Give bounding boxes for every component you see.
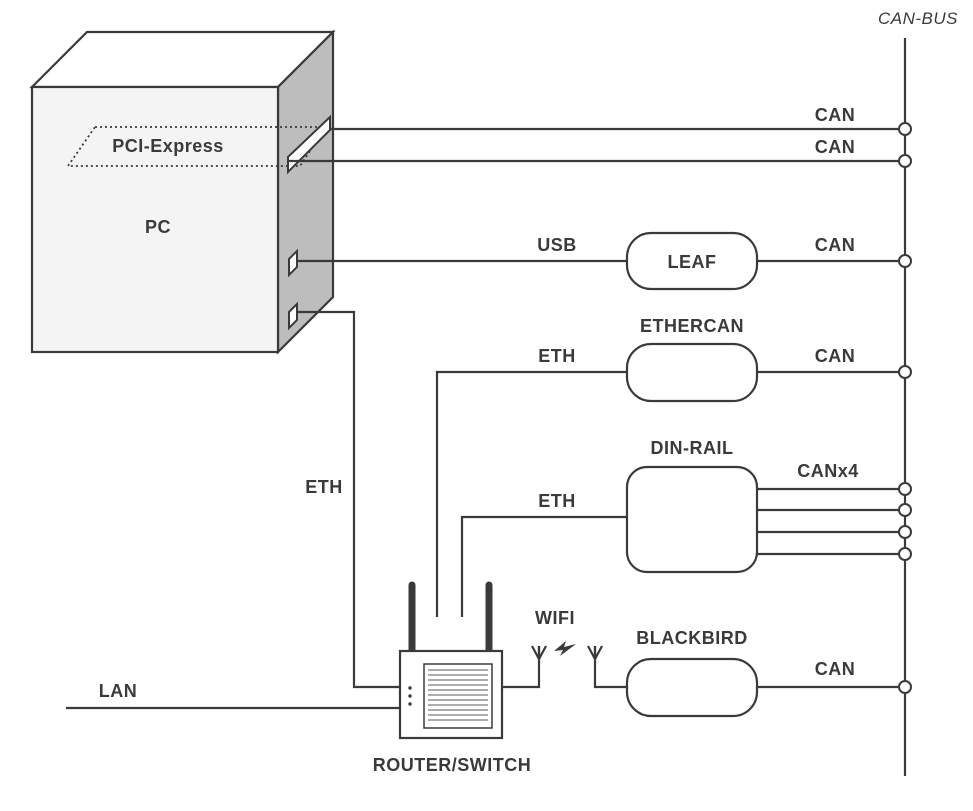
ethercan-can-label: CAN [815,346,856,366]
dinrail-label: DIN-RAIL [651,438,734,458]
usb-port [288,248,298,278]
dinrail-eth-line [460,515,627,617]
bus-tap-dinrail-2 [898,503,912,517]
bus-tap-pci-2 [898,154,912,168]
pc-eth-label: ETH [305,477,343,497]
wifi-label: WIFI [535,608,575,628]
ethercan-eth-line [435,370,627,617]
dinrail-device [625,465,759,574]
leaf-can-label: CAN [815,235,856,255]
pci-can-1-label: CAN [815,105,856,125]
pc-side-face [276,29,335,355]
usb-label: USB [537,235,577,255]
leaf-label: LEAF [668,252,717,272]
pc-box: PCI-Express PC [29,29,336,355]
pc-eth-line [297,310,401,689]
dinrail-can-label: CANx4 [797,461,859,481]
pc-front-face [30,85,280,354]
ethernet-port [288,301,298,331]
router-vent-panel [423,663,493,729]
blackbird-can-label: CAN [815,659,856,679]
blackbird-label: BLACKBIRD [636,628,748,648]
bus-tap-dinrail-3 [898,525,912,539]
router-vent-slats [428,669,488,721]
router-led-2 [408,694,412,698]
bus-tap-pci-1 [898,122,912,136]
blackbird-wifi-line [593,646,627,689]
bus-tap-ethercan [898,365,912,379]
bus-tap-dinrail-4 [898,547,912,561]
bus-tap-leaf [898,254,912,268]
router-label: ROUTER/SWITCH [373,755,532,775]
pci-express-card [66,126,328,167]
wifi-signal-icon [554,641,576,656]
ethercan-label: ETHERCAN [640,316,744,336]
router-led-3 [408,702,412,706]
pci-express-label: PCI-Express [112,136,224,156]
bus-tap-blackbird [898,680,912,694]
dinrail-eth-label: ETH [538,491,576,511]
wifi-antenna-left-icon [531,645,547,662]
blackbird-device [625,657,759,718]
lan-label: LAN [99,681,138,701]
router-led-1 [408,686,412,690]
router-switch [398,581,504,740]
pci-can-2-label: CAN [815,137,856,157]
pc-label: PC [145,217,171,237]
bus-tap-dinrail-1 [898,482,912,496]
can-bus-label: CAN-BUS [878,9,958,28]
router-wifi-line [502,646,541,689]
ethercan-device [625,342,759,403]
ethercan-eth-label: ETH [538,346,576,366]
